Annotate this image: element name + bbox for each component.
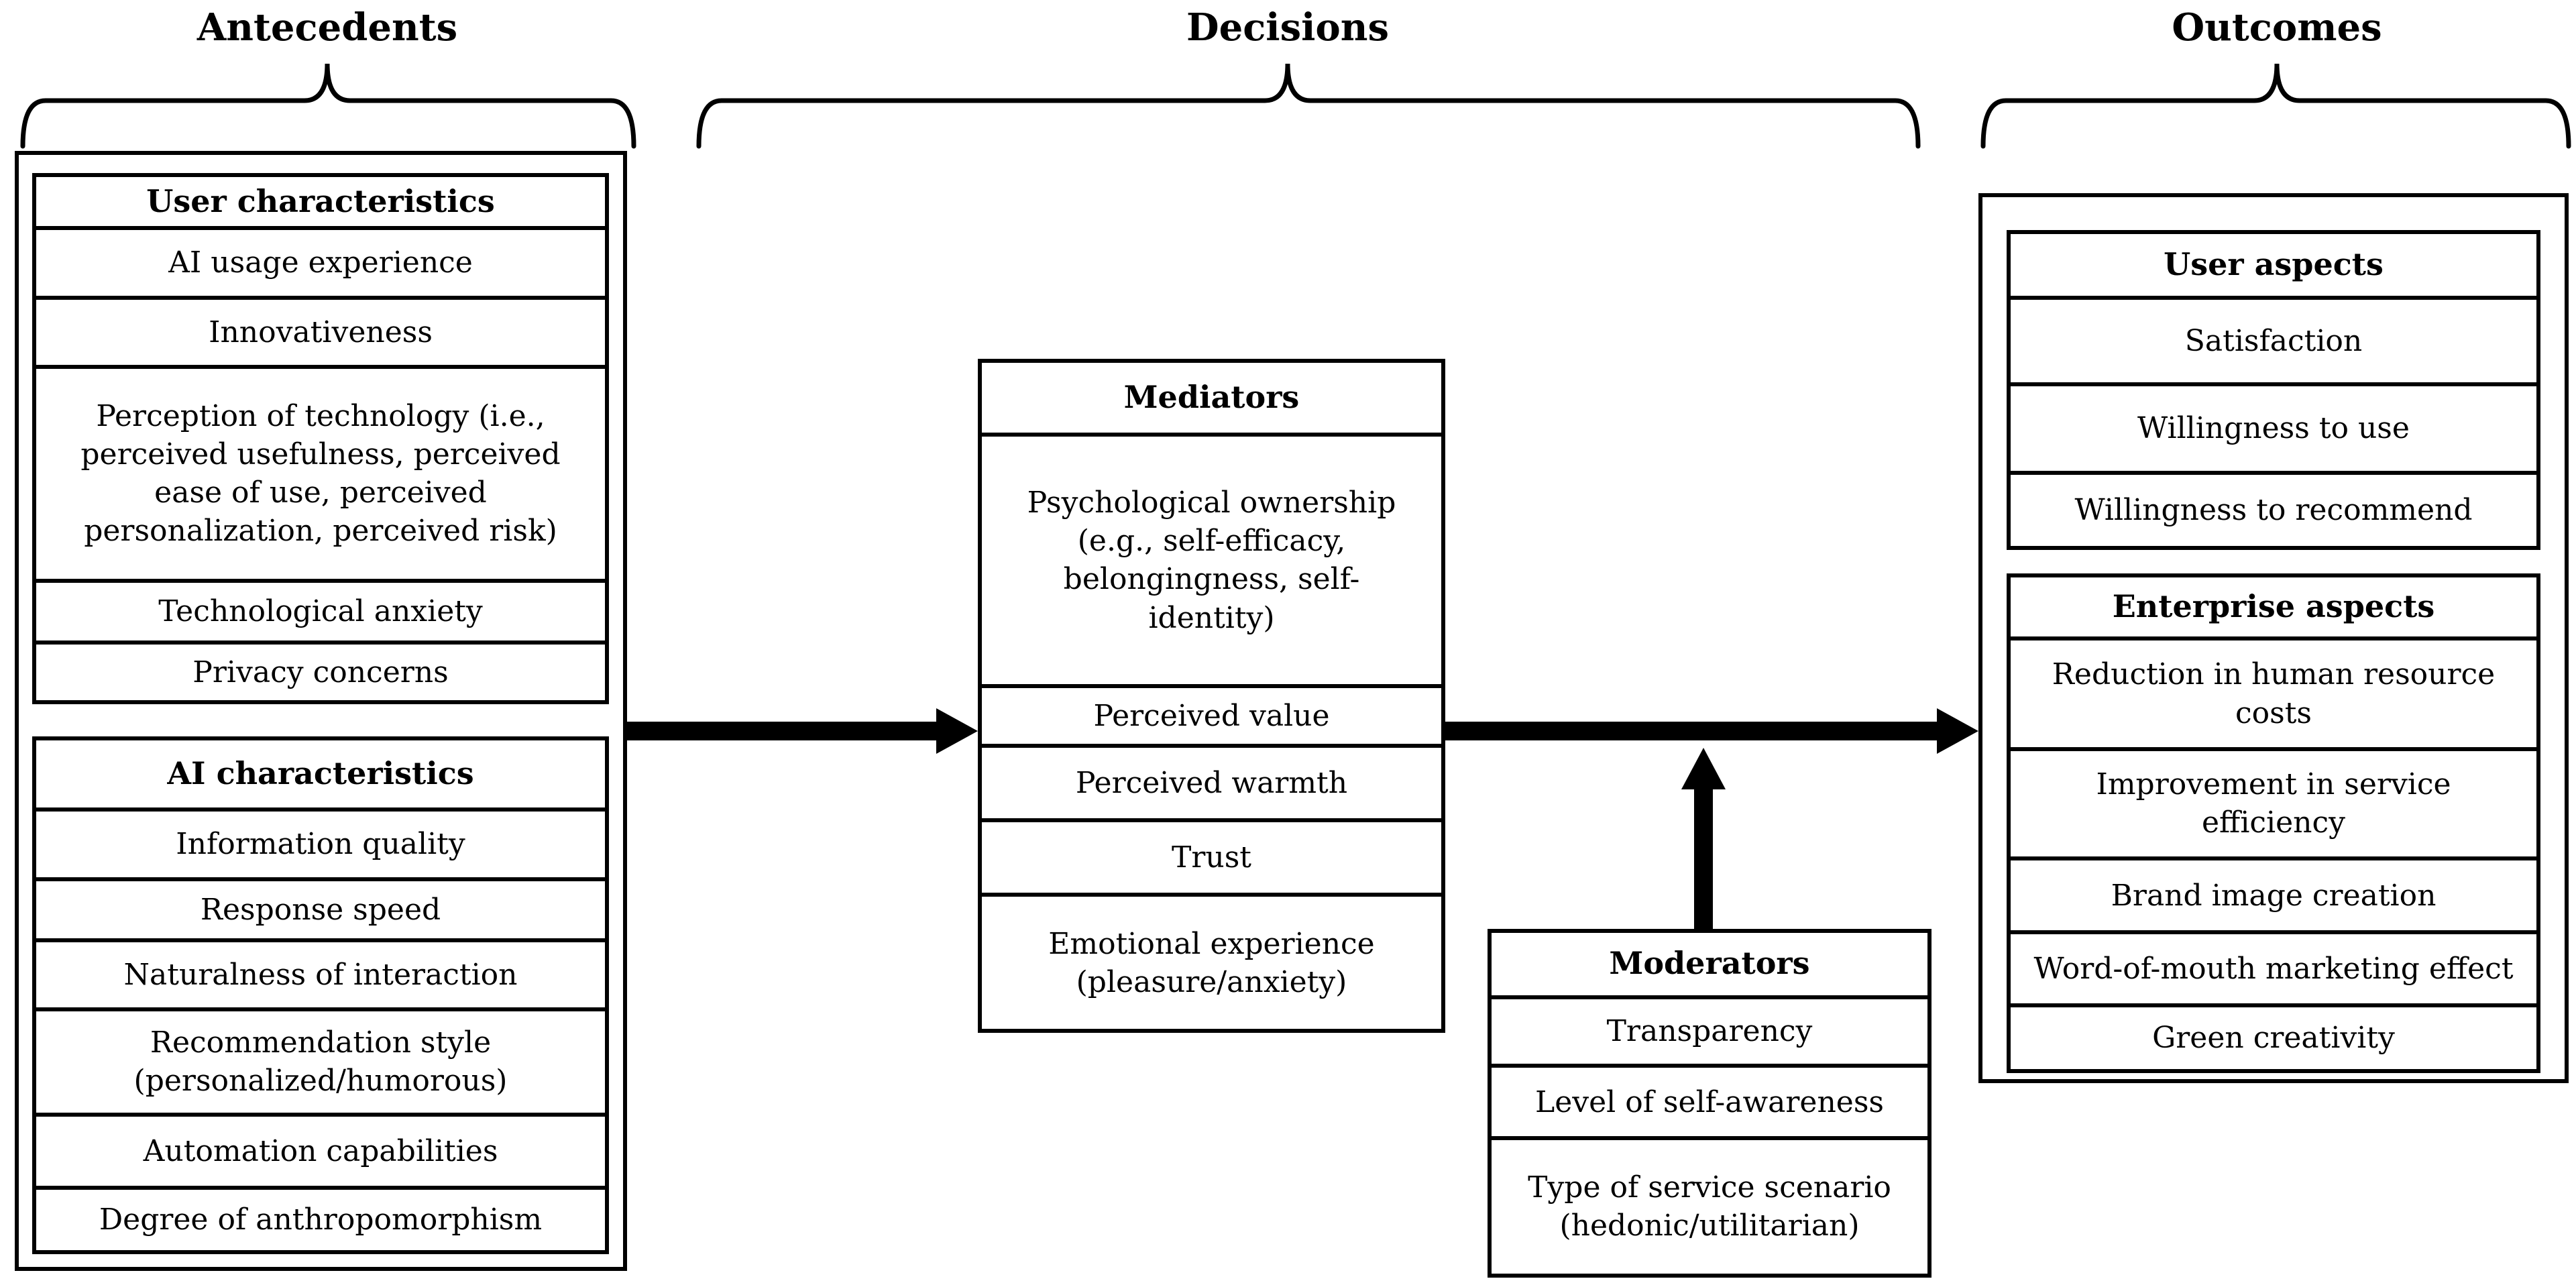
row-improvement-in-service-efficiency: Improvement in service efficiency: [2011, 746, 2536, 856]
row-degree-of-anthropomorphism: Degree of anthropomorphism: [36, 1185, 605, 1251]
ai-characteristics-box: AI characteristics Information quality R…: [32, 736, 609, 1254]
row-brand-image-creation: Brand image creation: [2011, 856, 2536, 930]
decisions-brace: [696, 63, 1921, 149]
row-privacy-concerns: Privacy concerns: [36, 640, 605, 700]
enterprise-aspects-box: Enterprise aspects Reduction in human re…: [2007, 573, 2540, 1073]
outcomes-brace: [1980, 63, 2571, 149]
antecedents-panel: User characteristics AI usage experience…: [15, 151, 627, 1271]
moderators-box: Moderators Transparency Level of self-aw…: [1488, 929, 1931, 1278]
user-aspects-box: User aspects Satisfaction Willingness to…: [2007, 230, 2540, 550]
user-characteristics-box: User characteristics AI usage experience…: [32, 173, 609, 704]
row-transparency: Transparency: [1492, 995, 1927, 1064]
row-type-of-service-scenario: Type of service scenario (hedonic/utilit…: [1492, 1135, 1927, 1274]
mediators-header: Mediators: [1123, 378, 1300, 415]
row-automation-capabilities: Automation capabilities: [36, 1113, 605, 1185]
row-ai-usage-experience: AI usage experience: [36, 225, 605, 296]
user-characteristics-header: User characteristics: [146, 182, 495, 219]
row-trust: Trust: [982, 818, 1441, 893]
antecedents-label: Antecedents: [197, 5, 458, 50]
row-satisfaction: Satisfaction: [2011, 295, 2536, 383]
row-recommendation-style: Recommendation style (personalized/humor…: [36, 1007, 605, 1113]
row-green-creativity: Green creativity: [2011, 1003, 2536, 1069]
row-reduction-in-hr-costs: Reduction in human resource costs: [2011, 636, 2536, 746]
row-emotional-experience: Emotional experience (pleasure/anxiety): [982, 893, 1441, 1029]
row-information-quality: Information quality: [36, 807, 605, 877]
row-willingness-to-use: Willingness to use: [2011, 382, 2536, 471]
mediators-box: Mediators Psychological ownership (e.g.,…: [978, 359, 1445, 1033]
row-technological-anxiety: Technological anxiety: [36, 578, 605, 641]
moderators-header: Moderators: [1609, 945, 1810, 982]
user-aspects-header: User aspects: [2164, 245, 2384, 282]
row-naturalness-of-interaction: Naturalness of interaction: [36, 938, 605, 1007]
enterprise-aspects-header: Enterprise aspects: [2112, 588, 2435, 625]
row-innovativeness: Innovativeness: [36, 296, 605, 364]
row-word-of-mouth-effect: Word-of-mouth marketing effect: [2011, 930, 2536, 1003]
row-perceived-warmth: Perceived warmth: [982, 744, 1441, 818]
row-perceived-value: Perceived value: [982, 684, 1441, 744]
row-willingness-to-recommend: Willingness to recommend: [2011, 470, 2536, 546]
outcomes-label: Outcomes: [2172, 5, 2382, 50]
row-response-speed: Response speed: [36, 877, 605, 939]
row-level-of-self-awareness: Level of self-awareness: [1492, 1064, 1927, 1136]
decisions-label: Decisions: [1186, 5, 1389, 50]
row-psychological-ownership: Psychological ownership (e.g., self-effi…: [982, 432, 1441, 684]
ai-characteristics-header: AI characteristics: [167, 755, 474, 792]
row-perception-of-technology: Perception of technology (i.e., perceive…: [36, 364, 605, 579]
antecedents-brace: [20, 63, 636, 149]
outcomes-panel: User aspects Satisfaction Willingness to…: [1978, 193, 2569, 1083]
